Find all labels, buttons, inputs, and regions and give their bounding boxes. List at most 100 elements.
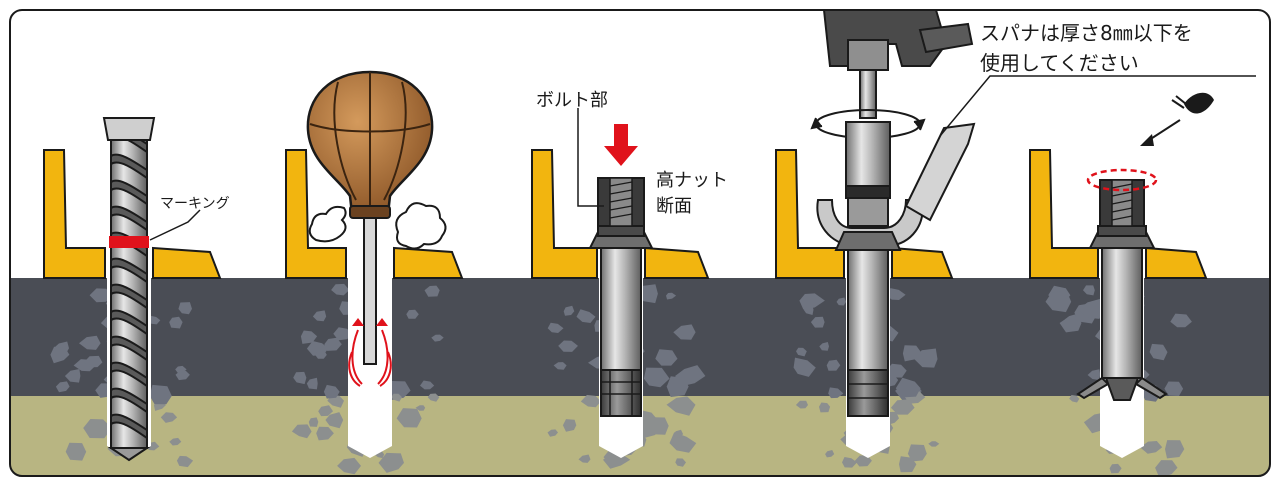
gravel-stone (291, 424, 312, 439)
gravel-stone (415, 405, 426, 411)
gravel-stone (666, 292, 677, 300)
gravel-stone (562, 419, 577, 432)
gravel-stone (1149, 343, 1168, 361)
marking-band (109, 236, 149, 248)
high-nut-section (597, 177, 645, 227)
bracket (285, 149, 464, 279)
gravel-stone (655, 349, 678, 366)
gravel-stone (553, 362, 567, 370)
gravel-stone (323, 384, 340, 399)
frame-border (9, 9, 1271, 477)
gravel-stone (160, 412, 178, 423)
gravel-stone (666, 376, 689, 397)
gravel-stone (885, 363, 907, 378)
gravel-stone (427, 393, 440, 402)
wrench-note-leader (939, 75, 1256, 137)
gravel-stone (673, 429, 684, 438)
gravel-stone (854, 455, 872, 467)
steel-brackets (43, 149, 1208, 279)
gravel-stone (928, 441, 940, 447)
gravel-stone (1069, 395, 1080, 403)
gravel-stone (318, 405, 333, 417)
gravel-stone (1059, 315, 1082, 333)
gravel-stone (1045, 290, 1072, 313)
gravel-stone (1170, 313, 1192, 328)
gravel-stone (547, 322, 564, 333)
gravel-stone (902, 345, 922, 362)
gravel-stone (65, 442, 87, 461)
gravel-stone (547, 429, 558, 437)
wrench-note-line1: スパナは厚さ8㎜以下を (980, 21, 1193, 45)
gravel-stone (333, 327, 353, 341)
gravel-stone (649, 417, 669, 435)
bolt-part-leader (577, 108, 604, 207)
drill-flute (110, 361, 148, 388)
drill-flute (110, 413, 148, 440)
gravel-stone (337, 457, 361, 475)
gravel-stone (331, 283, 350, 296)
gravel-stone (306, 377, 318, 390)
drill-flute (110, 257, 148, 284)
anchor-body-step5 (1076, 247, 1168, 401)
gravel-stone (1155, 460, 1178, 476)
gravel-stone (83, 355, 103, 368)
gravel-stone (1083, 285, 1095, 296)
drill-flute (110, 179, 148, 206)
gravel-stone (828, 387, 844, 399)
gravel-stone (431, 334, 444, 342)
drill-flute (110, 387, 148, 414)
gravel-stone (580, 395, 601, 408)
gravel-stone (315, 350, 327, 359)
gravel-stone (1140, 441, 1163, 454)
gravel-stone (169, 437, 182, 446)
high-nut-label-line1: 高ナット (656, 170, 728, 191)
gravel-stone (312, 310, 327, 322)
blower-bulb (306, 70, 434, 219)
gravel-stone (55, 381, 70, 393)
gravel-stone (324, 337, 342, 351)
gravel-stone (819, 402, 831, 413)
high-nut-label-line2: 断面 (656, 196, 692, 217)
drill-bit (102, 117, 156, 462)
impact-driver (822, 10, 974, 119)
blower-nozzle (363, 213, 377, 365)
gravel-stone (327, 395, 344, 408)
gravel-stone (576, 309, 596, 323)
gravel-stone (907, 444, 927, 462)
gravel-stone (1109, 463, 1122, 474)
gravel-stone (406, 309, 419, 319)
gravel-stone (675, 458, 686, 467)
gravel-stone (796, 347, 807, 357)
gravel-stone (819, 342, 829, 351)
gravel-stone (79, 335, 101, 350)
gravel-stone (1165, 440, 1185, 459)
gravel-stone (578, 454, 591, 463)
gravel-stone (899, 456, 917, 473)
gravel-stone (149, 384, 172, 405)
eye-icon (1171, 92, 1214, 114)
gravel-stone (175, 365, 187, 373)
gravel-stone (169, 316, 183, 329)
marking-leader (149, 209, 201, 241)
socket (845, 121, 891, 227)
gravel-stone (316, 426, 334, 441)
drill-flute (110, 283, 148, 310)
gravel-stone (293, 371, 307, 385)
drill-flute (110, 309, 148, 336)
gravel-stone (50, 346, 70, 364)
marking-label: マーキング (160, 196, 230, 212)
sight-arrow (1140, 119, 1181, 146)
gravel-stone (666, 396, 696, 416)
gravel-stone (1078, 298, 1104, 319)
gravel-stone (895, 377, 921, 398)
gravel-stone (178, 302, 192, 315)
gravel-stone (176, 455, 194, 468)
gravel-stone (643, 367, 670, 388)
gravel-stone (396, 408, 422, 428)
gravel-stone (795, 400, 808, 409)
dust-cloud-left (308, 205, 347, 243)
gravel-stone (1164, 381, 1184, 396)
gravel-stone (300, 330, 318, 344)
